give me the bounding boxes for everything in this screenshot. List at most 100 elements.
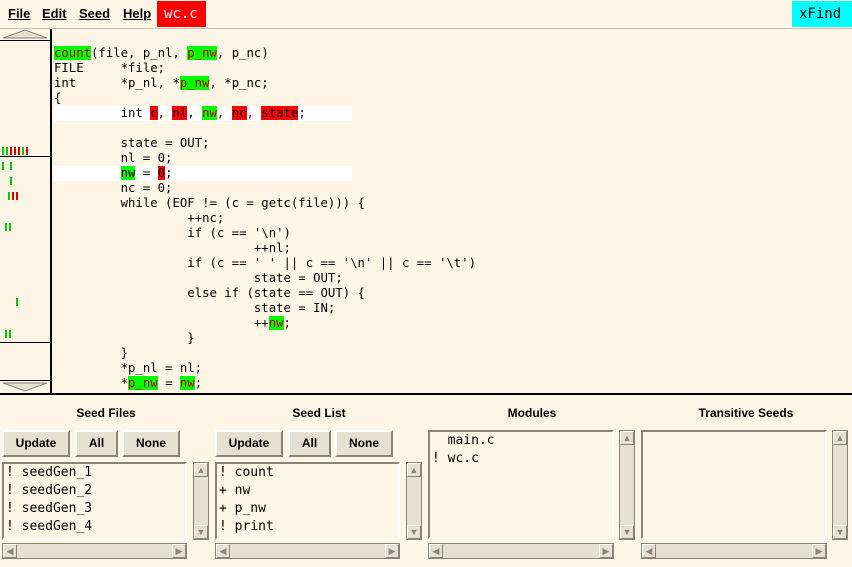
scroll-right-icon[interactable]: ▶ (812, 544, 826, 558)
seed-files-all-button[interactable]: All (75, 430, 118, 457)
code-line[interactable]: { (54, 91, 61, 106)
scroll-down-icon[interactable]: ▼ (407, 525, 421, 539)
code-line[interactable]: state = OUT; (54, 271, 343, 286)
scroll-left-icon[interactable]: ◀ (216, 544, 230, 558)
seed-list-hscroll[interactable]: ◀ ▶ (215, 543, 400, 559)
code-line[interactable]: state = IN; (54, 301, 335, 316)
overview-dependent-mark (10, 147, 12, 155)
menu-help[interactable]: Help (123, 6, 152, 21)
menu-seed[interactable]: Seed (79, 6, 111, 21)
code-line[interactable]: if (c == '\n') (54, 226, 291, 241)
current-file-tab[interactable]: wc.c (157, 1, 206, 27)
list-item[interactable]: + p_nw (219, 501, 266, 516)
transitive-seeds-hscroll[interactable]: ◀ ▶ (641, 543, 827, 559)
scroll-up-icon[interactable]: ▲ (194, 463, 208, 477)
code-text: , *p_nc; (209, 76, 269, 90)
code-token-highlighted[interactable]: state (261, 106, 299, 120)
scroll-down-arrow-icon[interactable] (1, 382, 49, 392)
scroll-up-icon[interactable]: ▲ (407, 463, 421, 477)
code-line[interactable]: state = OUT; (54, 136, 210, 151)
code-token-highlighted[interactable]: nc (231, 106, 247, 120)
scroll-up-arrow-icon[interactable] (1, 29, 49, 39)
list-item[interactable]: ! seedGen_4 (6, 519, 93, 534)
code-token-highlighted[interactable]: c (150, 106, 158, 120)
scroll-left-icon[interactable]: ◀ (3, 544, 17, 558)
scroll-right-icon[interactable]: ▶ (172, 544, 186, 558)
seed-files-hscroll[interactable]: ◀ ▶ (2, 543, 187, 559)
code-text: nc = 0; (54, 181, 173, 195)
code-line[interactable]: nl = 0; (54, 151, 173, 166)
overview-dependent-mark (18, 147, 20, 155)
code-line[interactable]: else if (state == OUT) { (54, 286, 365, 301)
scroll-left-icon[interactable]: ◀ (642, 544, 656, 558)
code-text: (file, p_nl, (91, 46, 188, 60)
scroll-left-icon[interactable]: ◀ (429, 544, 443, 558)
code-line[interactable]: int c, nl, nw, nc, state; (54, 106, 352, 121)
code-line[interactable]: } (54, 331, 194, 346)
code-line[interactable]: } (54, 346, 128, 361)
seed-files-vscroll[interactable]: ▲ ▼ (193, 462, 209, 540)
scroll-up-icon[interactable]: ▲ (833, 431, 847, 445)
list-item[interactable]: main.c (432, 433, 495, 448)
seed-list-none-button[interactable]: None (335, 430, 393, 457)
code-token-highlighted[interactable]: nw (268, 316, 284, 330)
seed-files-none-button[interactable]: None (122, 430, 180, 457)
list-item[interactable]: ! seedGen_1 (6, 465, 93, 480)
code-line[interactable]: *p_nl = nl; (54, 361, 202, 376)
seed-files-list[interactable]: ! seedGen_1 ! seedGen_2 ! seedGen_3 ! se… (2, 462, 187, 540)
code-line[interactable]: if (c == ' ' || c == '\n' || c == '\t') (54, 256, 476, 271)
list-item[interactable]: + nw (219, 483, 251, 498)
menu-bar: File Edit Seed Help wc.c xFind (0, 0, 852, 29)
file-overview-strip[interactable] (0, 29, 52, 393)
modules-list[interactable]: main.c ! wc.c (428, 430, 614, 539)
list-item[interactable]: ! seedGen_3 (6, 501, 93, 516)
overview-dependent-mark (16, 192, 18, 200)
code-line[interactable]: while (EOF != (c = getc(file))) { (54, 196, 365, 211)
code-token-highlighted[interactable]: nw (179, 376, 195, 390)
list-item[interactable]: ! print (219, 519, 274, 534)
menu-edit[interactable]: Edit (42, 6, 67, 21)
source-code-view[interactable]: count(file, p_nl, p_nw, p_nc)FILE *file;… (52, 29, 852, 393)
code-text: state = IN; (54, 301, 336, 315)
overview-dependent-mark (26, 147, 28, 155)
code-line[interactable]: FILE *file; (54, 61, 165, 76)
code-token-highlighted[interactable]: nl (172, 106, 188, 120)
transitive-seeds-list[interactable] (641, 430, 827, 539)
scroll-right-icon[interactable]: ▶ (599, 544, 613, 558)
code-line[interactable]: *p_nw = nw; (54, 376, 202, 391)
code-token-highlighted[interactable]: count (54, 46, 92, 60)
scroll-down-icon[interactable]: ▼ (620, 525, 634, 539)
seed-files-update-button[interactable]: Update (2, 430, 70, 457)
code-line[interactable]: nc = 0; (54, 181, 173, 196)
transitive-seeds-title: Transitive Seeds (698, 406, 794, 420)
code-token-highlighted[interactable]: nw (120, 166, 136, 180)
code-text: nl = 0; (54, 151, 173, 165)
code-token-highlighted[interactable]: 0 (157, 166, 166, 180)
code-line[interactable]: ++nw; (54, 316, 291, 331)
transitive-seeds-vscroll[interactable]: ▲ ▼ (832, 430, 848, 540)
modules-vscroll[interactable]: ▲ ▼ (619, 430, 635, 540)
pane-divider[interactable] (0, 393, 852, 395)
seed-list-update-button[interactable]: Update (215, 430, 283, 457)
scroll-up-icon[interactable]: ▲ (620, 431, 634, 445)
code-token-highlighted[interactable]: p_nw (187, 46, 217, 60)
code-line[interactable]: ++nl; (54, 241, 291, 256)
scroll-down-icon[interactable]: ▼ (833, 525, 847, 539)
list-item[interactable]: ! wc.c (432, 451, 479, 466)
list-item[interactable]: ! count (219, 465, 274, 480)
code-line[interactable]: ++nc; (54, 211, 224, 226)
seed-list-all-button[interactable]: All (288, 430, 331, 457)
code-token-highlighted[interactable]: p_nw (179, 76, 210, 90)
code-line[interactable]: nw = 0; (54, 166, 352, 181)
menu-file[interactable]: File (8, 6, 31, 21)
scroll-down-icon[interactable]: ▼ (194, 525, 208, 539)
code-token-highlighted[interactable]: p_nw (128, 376, 158, 390)
scroll-right-icon[interactable]: ▶ (385, 544, 399, 558)
code-line[interactable]: count(file, p_nl, p_nw, p_nc) (54, 46, 269, 61)
code-token-highlighted[interactable]: nw (202, 106, 217, 120)
seed-list[interactable]: ! count + nw + p_nw ! print (215, 462, 400, 540)
code-line[interactable]: int *p_nl, *p_nw, *p_nc; (54, 76, 269, 91)
list-item[interactable]: ! seedGen_2 (6, 483, 93, 498)
seed-list-vscroll[interactable]: ▲ ▼ (406, 462, 422, 540)
modules-hscroll[interactable]: ◀ ▶ (428, 543, 614, 559)
